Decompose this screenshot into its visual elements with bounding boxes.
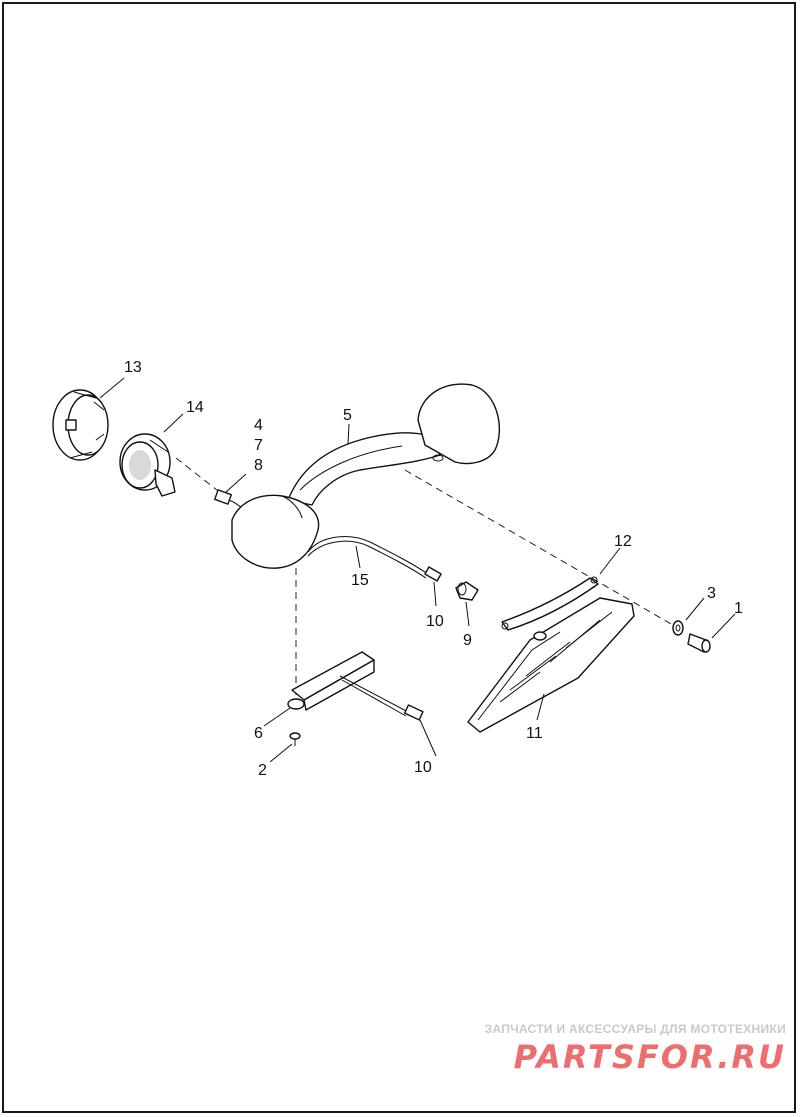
callout-5: 5 xyxy=(343,407,352,424)
callout-10-lower: 10 xyxy=(414,759,432,776)
callout-6: 6 xyxy=(254,725,263,742)
part-13-bezel-ring xyxy=(52,389,109,461)
part-1-bolt xyxy=(687,633,711,653)
part-6-license-lamp xyxy=(287,651,424,721)
callout-labels: 13 14 4 7 8 5 15 10 9 12 3 1 11 6 2 10 xyxy=(124,359,743,779)
callout-3: 3 xyxy=(707,585,716,602)
callout-7: 7 xyxy=(254,437,263,454)
watermark: ЗАПЧАСТИ И АКСЕССУАРЫ ДЛЯ МОТОТЕХНИКИ PA… xyxy=(485,1022,786,1074)
part-11-license-bracket xyxy=(467,597,635,733)
callout-15: 15 xyxy=(351,572,369,589)
part-9-connector-plug xyxy=(455,581,479,601)
callout-12: 12 xyxy=(614,533,632,550)
part-15-wire-harness xyxy=(307,536,442,582)
callout-8: 8 xyxy=(254,457,263,474)
part-4-7-8-connector xyxy=(214,489,245,511)
callout-9: 9 xyxy=(463,632,472,649)
watermark-subtitle: ЗАПЧАСТИ И АКСЕССУАРЫ ДЛЯ МОТОТЕХНИКИ xyxy=(484,1022,786,1036)
callout-13: 13 xyxy=(124,359,142,376)
assembly-lines xyxy=(175,457,679,700)
part-3-washer xyxy=(672,620,684,636)
callout-4: 4 xyxy=(254,417,263,434)
watermark-logo: PARTSFOR.RU xyxy=(513,1038,786,1076)
part-12-bracket-strap xyxy=(501,576,599,631)
callout-11: 11 xyxy=(526,725,543,742)
part-14-lamp-housing xyxy=(119,433,176,497)
leader-lines xyxy=(99,377,736,763)
callout-2: 2 xyxy=(258,762,267,779)
callout-1: 1 xyxy=(734,600,743,617)
part-5-turn-signal-bar xyxy=(231,383,501,569)
part-2-screw xyxy=(289,732,301,746)
callout-14: 14 xyxy=(186,399,204,416)
callout-10-upper: 10 xyxy=(426,613,444,630)
